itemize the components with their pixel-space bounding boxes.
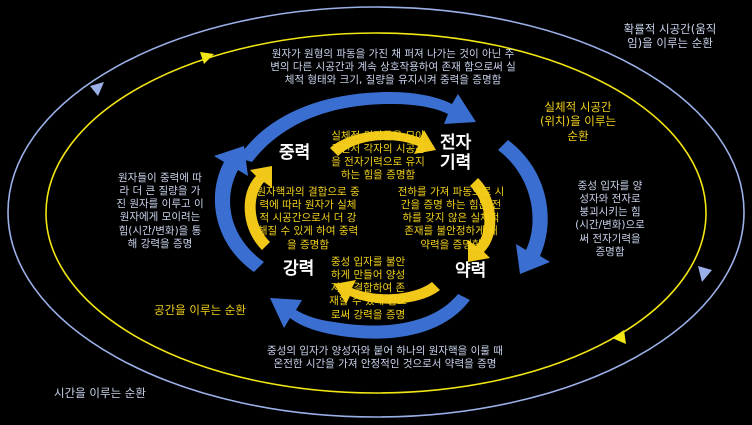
description-right: 중성 입자를 양 성자와 전자로 붕괴시키는 힘 (시간/변화)으로 써 전자기… — [575, 180, 645, 258]
description-inner-left: 원자핵과의 결합으로 중 력에 따라 원자가 실체 적 시공간으로서 더 강 해… — [256, 186, 360, 251]
outer-cycle-ellipse — [7, 6, 745, 418]
description-bottom: 중성의 입자가 양성자와 붙어 하나의 원자핵을 이룰 때 온전한 시간을 가져… — [267, 345, 503, 371]
yellow-arrow-right — [468, 178, 496, 262]
yellow-arrow-bottom — [334, 280, 440, 304]
force-label-electron: 전자 기력 — [440, 133, 472, 174]
description-inner-top: 실체적 원자들을 모아 주면서 각자의 시공간 을 전자기력으로 유지 하는 힘… — [331, 130, 425, 182]
yellow-arrow-left — [244, 166, 272, 250]
cycle-label-probabilistic: 확률적 시공간(움직 임)을 이루는 순환 — [623, 22, 717, 51]
force-label-strong: 강력 — [283, 259, 315, 279]
yellow-arrow-top — [330, 130, 436, 156]
cycle-label-space: 공간을 이루는 순환 — [154, 303, 246, 317]
blue-arrow-left — [214, 146, 264, 272]
force-label-weak: 약력 — [455, 261, 487, 281]
description-top: 원자가 원형의 파동을 가진 채 퍼져 나가는 것이 아닌 주 변의 다른 시공… — [270, 48, 516, 87]
description-left: 원자들이 중력에 따 라 더 큰 질량을 가 진 원자를 이루고 이 원자에게 … — [116, 172, 204, 250]
blue-arrow-top — [238, 92, 476, 162]
force-label-gravity: 중력 — [279, 143, 311, 163]
description-inner-right: 전하를 가져 파동으로 시 간을 증명 하는 힘은 전 하를 갖지 않은 실체적… — [397, 186, 505, 251]
blue-cycle-arrows — [214, 92, 550, 339]
yellow-cycle-arrows — [244, 130, 496, 304]
inner-cycle-arrowheads — [200, 52, 626, 344]
cycle-label-time: 시간을 이루는 순환 — [54, 386, 146, 400]
blue-arrow-right — [498, 140, 550, 274]
inner-cycle-ellipse — [45, 32, 707, 394]
cycle-label-physical: 실체적 시공간 (위치)을 이루는 순환 — [539, 100, 617, 143]
blue-arrow-bottom — [270, 294, 470, 339]
description-inner-bottom: 중성 입자를 불안 하게 만들어 양성 자와 결합하여 존 재할 수 있게 함으… — [329, 256, 407, 321]
outer-cycle-arrowheads — [90, 82, 712, 282]
